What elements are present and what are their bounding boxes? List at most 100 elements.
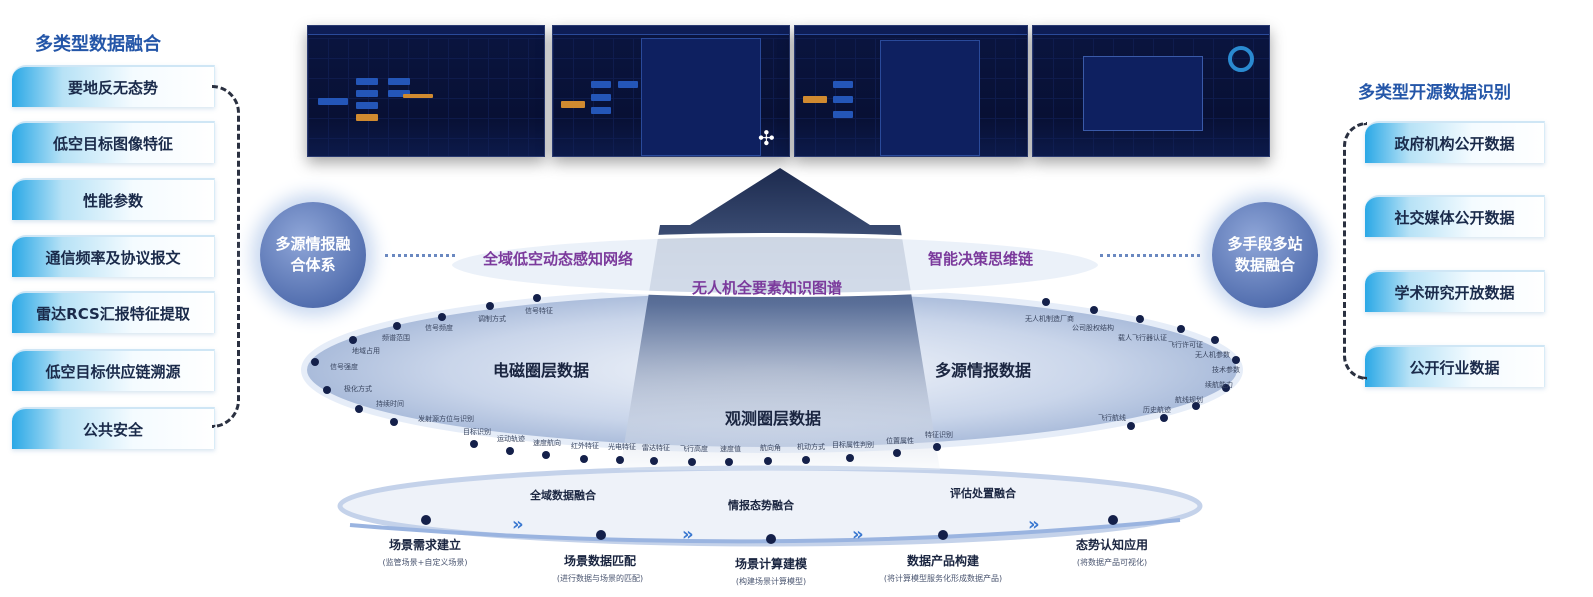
- node-dot: [1232, 356, 1240, 364]
- ring-label-left: 全域低空动态感知网络: [483, 250, 634, 268]
- obs-node: 红外特征: [571, 442, 599, 450]
- node-dot: [390, 418, 398, 426]
- process-step: 场景计算建模(构建场景计算模型): [734, 557, 808, 586]
- node-dot: [846, 454, 854, 462]
- ring-label-center: 无人机全要素知识图谱: [692, 279, 843, 297]
- right-item[interactable]: 政府机构公开数据: [1365, 121, 1545, 163]
- obs-node: 速度航向: [533, 439, 561, 447]
- em-node: 地域占用: [352, 347, 380, 355]
- right-item[interactable]: 公开行业数据: [1365, 345, 1545, 387]
- screenshot-ui-element: [403, 94, 433, 98]
- system-screenshot-3: [794, 25, 1028, 157]
- ms-node: 载人飞行器认证: [1118, 334, 1167, 342]
- screenshot-ui-element: [553, 26, 789, 35]
- screenshot-ui-element: [833, 81, 853, 88]
- chevron-right-icon: »: [1028, 514, 1040, 535]
- node-dot: [542, 451, 550, 459]
- system-screenshot-1: [307, 25, 545, 157]
- node-dot: [506, 447, 514, 455]
- node-dot: [1177, 325, 1185, 333]
- ms-node: 飞行航线: [1098, 414, 1126, 422]
- node-dot: [1211, 336, 1219, 344]
- left-item[interactable]: 低空目标图像特征: [12, 121, 215, 163]
- chevron-right-icon: »: [682, 524, 694, 545]
- screenshot-ui-element: [880, 40, 980, 156]
- node-dot: [1222, 384, 1230, 392]
- em-node: 极化方式: [344, 385, 372, 393]
- node-dot: [323, 386, 331, 394]
- left-hub: 多源情报融合体系: [260, 202, 366, 308]
- screenshot-ui-element: [308, 26, 544, 35]
- right-item[interactable]: 社交媒体公开数据: [1365, 195, 1545, 237]
- node-dot: [580, 455, 588, 463]
- screenshot-ui-element: [388, 90, 410, 97]
- node-dot: [355, 405, 363, 413]
- node-dot: [893, 449, 901, 457]
- node-dot: [725, 458, 733, 466]
- screenshot-ui-element: [356, 78, 378, 85]
- em-node: 信号频度: [425, 324, 453, 332]
- obs-node: 运动轨迹: [497, 435, 525, 443]
- process-step: 场景数据匹配(进行数据与场景的匹配): [556, 554, 644, 583]
- em-node: 信号强度: [330, 363, 358, 371]
- right-title: 多类型开源数据识别: [1358, 83, 1511, 103]
- left-item[interactable]: 低空目标供应链溯源: [12, 349, 215, 391]
- ms-node: 飞行许可证: [1168, 341, 1203, 349]
- ring-label-right: 智能决策思维链: [928, 250, 1034, 268]
- obs-node: 光电特征: [608, 443, 636, 451]
- obs-node: 目标识别: [463, 428, 491, 436]
- left-connector: [385, 254, 455, 257]
- layer-observation: 观测圈层数据: [725, 409, 822, 428]
- left-title: 多类型数据融合: [35, 34, 161, 55]
- screenshot-ui-element: [591, 94, 611, 101]
- screenshot-ui-element: [795, 26, 1027, 35]
- ms-node: 公司股权结构: [1072, 324, 1114, 332]
- node-dot: [393, 322, 401, 330]
- layer-electromagnetic: 电磁圈层数据: [493, 361, 590, 380]
- node-dot: [802, 456, 810, 464]
- em-node: 持续时间: [376, 400, 404, 408]
- screenshot-ui-element: [388, 78, 410, 85]
- obs-node: 雷达特征: [642, 444, 670, 452]
- system-screenshot-2: ✣: [552, 25, 790, 157]
- screenshot-ui-element: [318, 98, 348, 105]
- node-dot: [616, 456, 624, 464]
- system-screenshot-4: [1032, 25, 1270, 157]
- node-dot: [421, 515, 431, 525]
- left-item[interactable]: 性能参数: [12, 178, 215, 220]
- process-step: 态势认知应用(将数据产品可视化): [1075, 538, 1149, 567]
- layer-multisource: 多源情报数据: [935, 361, 1032, 380]
- obs-node: 位置属性: [886, 437, 914, 445]
- node-dot: [650, 457, 658, 465]
- left-item[interactable]: 公共安全: [12, 407, 215, 449]
- node-dot: [766, 534, 776, 544]
- screenshot-ui-element: [1033, 26, 1269, 35]
- ms-node: 无人机参数: [1195, 351, 1230, 359]
- left-item[interactable]: 通信频率及协议报文: [12, 235, 215, 277]
- obs-node: 航向角: [760, 444, 781, 452]
- node-dot: [933, 443, 941, 451]
- node-dot: [1192, 402, 1200, 410]
- screenshot-ui-element: [1083, 56, 1203, 131]
- screenshot-ui-element: [833, 96, 853, 103]
- node-dot: [1090, 306, 1098, 314]
- obs-node: 目标属性判别: [832, 441, 874, 449]
- em-node: 信号特征: [525, 307, 553, 315]
- right-item[interactable]: 学术研究开放数据: [1365, 270, 1545, 312]
- node-dot: [1042, 298, 1050, 306]
- right-hub: 多手段多站数据融合: [1212, 202, 1318, 308]
- node-dot: [1127, 422, 1135, 430]
- node-dot: [1160, 414, 1168, 422]
- chevron-right-icon: »: [512, 514, 524, 535]
- screenshot-ui-element: [356, 114, 378, 121]
- node-dot: [349, 336, 357, 344]
- left-item[interactable]: 雷达RCS汇报特征提取: [12, 291, 215, 333]
- screenshot-ui-element: [641, 38, 761, 156]
- screenshot-ui-element: [803, 96, 827, 103]
- screenshot-ui-element: [356, 102, 378, 109]
- fusion-label: 情报态势融合: [728, 499, 794, 512]
- right-connector: [1100, 254, 1200, 257]
- em-node: 发射源方位与识别: [418, 415, 474, 423]
- fusion-label: 全域数据融合: [530, 489, 596, 502]
- node-dot: [596, 530, 606, 540]
